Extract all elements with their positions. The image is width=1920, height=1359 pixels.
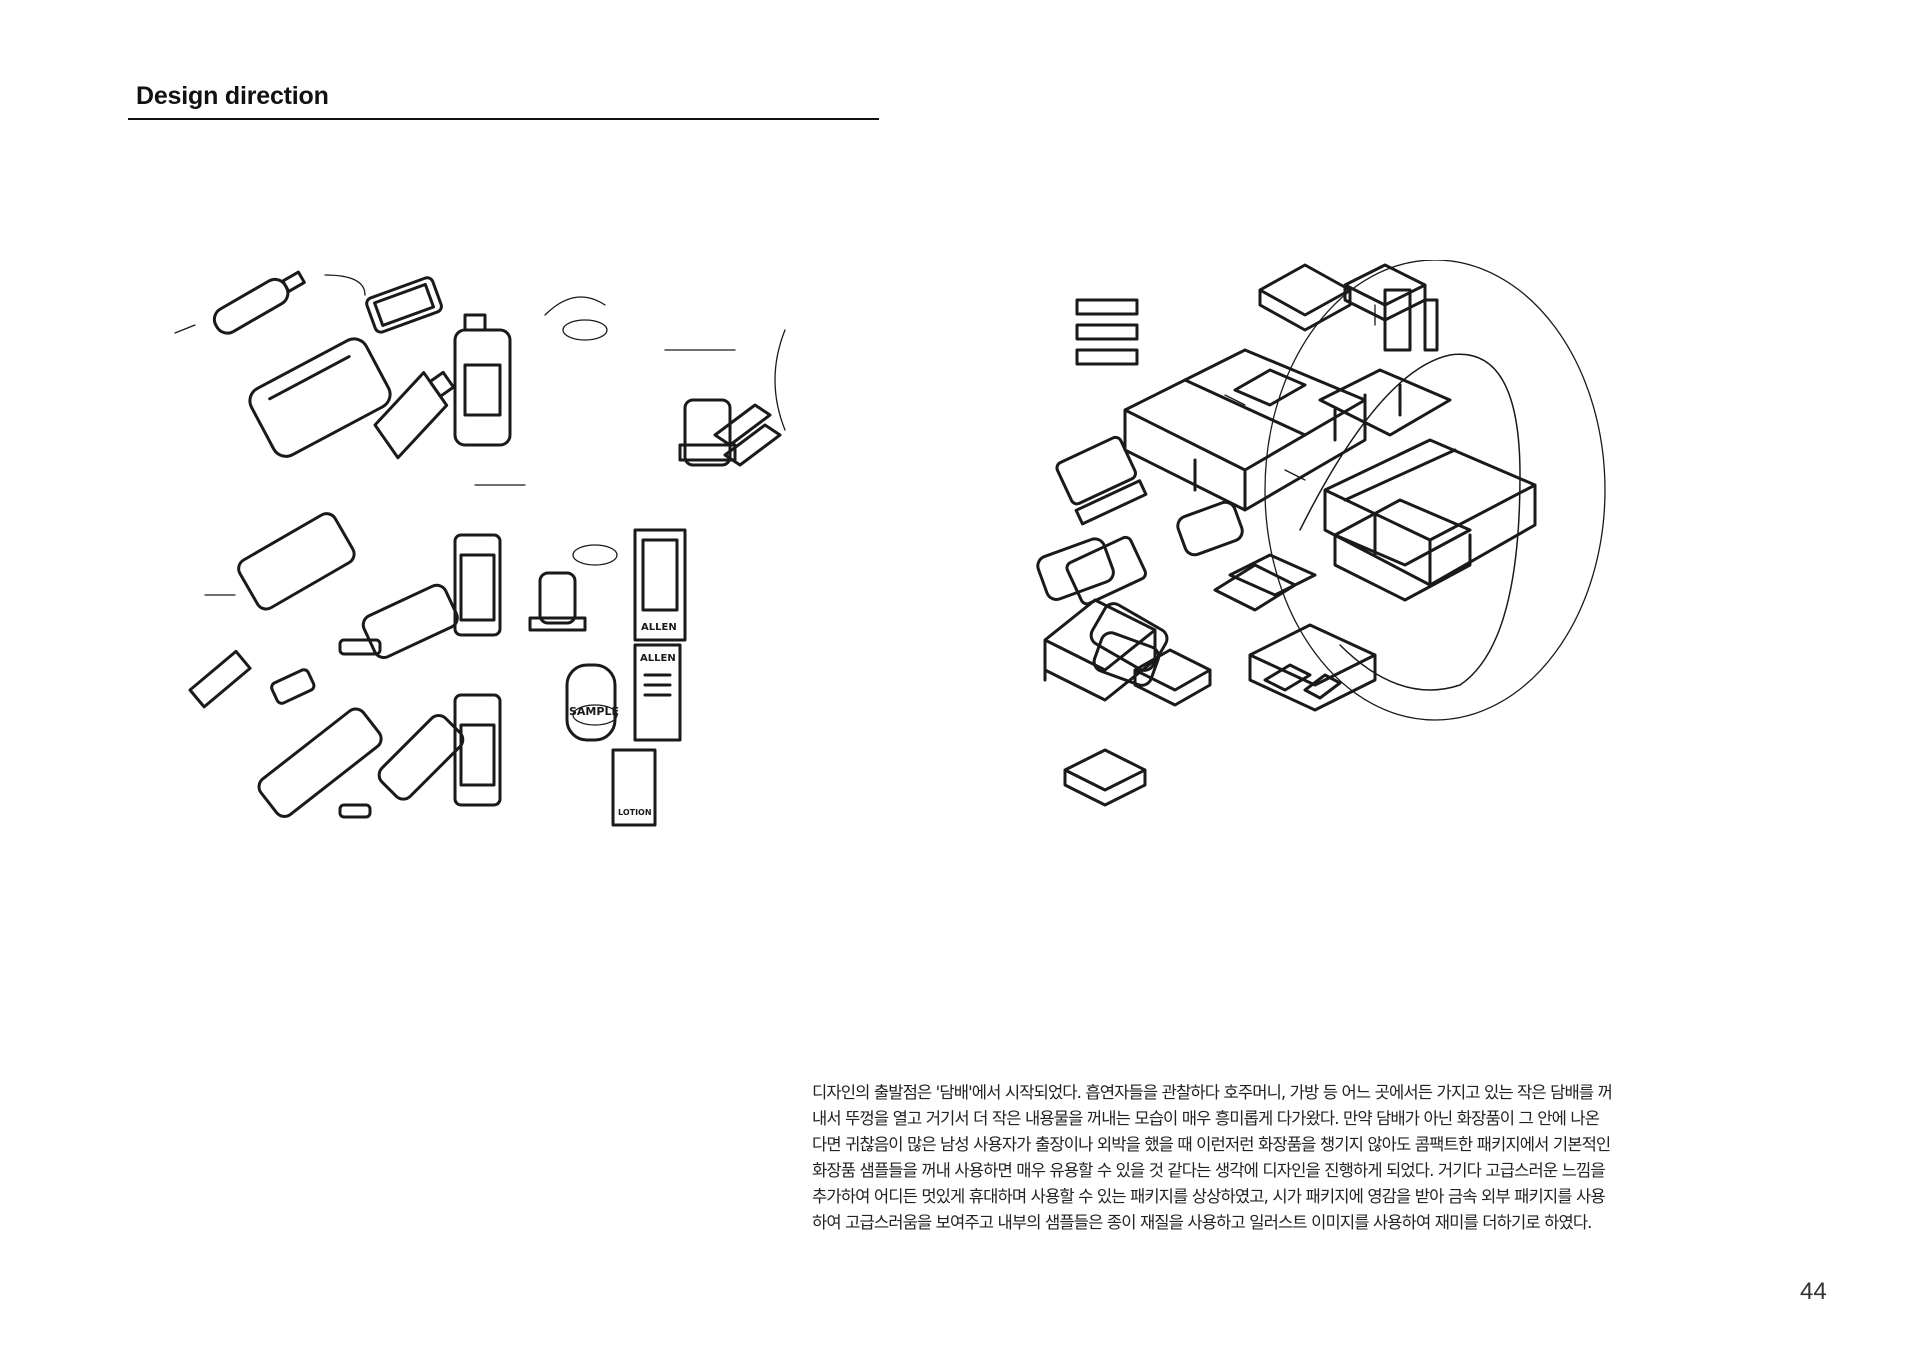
paragraph-line: 추가하여 어디든 멋있게 휴대하며 사용할 수 있는 패키지를 상상하였고, 시… bbox=[812, 1187, 1606, 1206]
paragraph-line: 하여 고급스러움을 보여주고 내부의 샘플들은 종이 재질을 사용하고 일러스트… bbox=[812, 1213, 1592, 1232]
sketch-cosmetic-containers: ALLEN ALLEN SAMPLE LOTION bbox=[165, 255, 885, 835]
paragraph-line: 내서 뚜껑을 열고 거기서 더 작은 내용물을 꺼내는 모습이 매우 흥미롭게 … bbox=[812, 1109, 1600, 1128]
allen-label: ALLEN bbox=[641, 622, 677, 633]
allen-label-2: ALLEN bbox=[640, 653, 676, 664]
lotion-label: LOTION bbox=[618, 808, 652, 817]
paragraph-line: 다면 귀찮음이 많은 남성 사용자가 출장이나 외박을 했을 때 이런저런 화장… bbox=[812, 1135, 1611, 1154]
paragraph-line: 화장품 샘플들을 꺼내 사용하면 매우 유용할 수 있을 것 같다는 생각에 디… bbox=[812, 1161, 1606, 1180]
section-title: Design direction bbox=[136, 82, 329, 110]
sample-label: SAMPLE bbox=[569, 705, 619, 718]
title-underline bbox=[128, 118, 879, 120]
description-paragraph: 디자인의 출발점은 '담배'에서 시작되었다. 흡연자들을 관찰하다 호주머니,… bbox=[812, 1080, 1862, 1236]
sketch-package-boxes bbox=[1035, 259, 1805, 830]
paragraph-line: 디자인의 출발점은 '담배'에서 시작되었다. 흡연자들을 관찰하다 호주머니,… bbox=[812, 1083, 1613, 1102]
page-number: 44 bbox=[1800, 1278, 1827, 1305]
